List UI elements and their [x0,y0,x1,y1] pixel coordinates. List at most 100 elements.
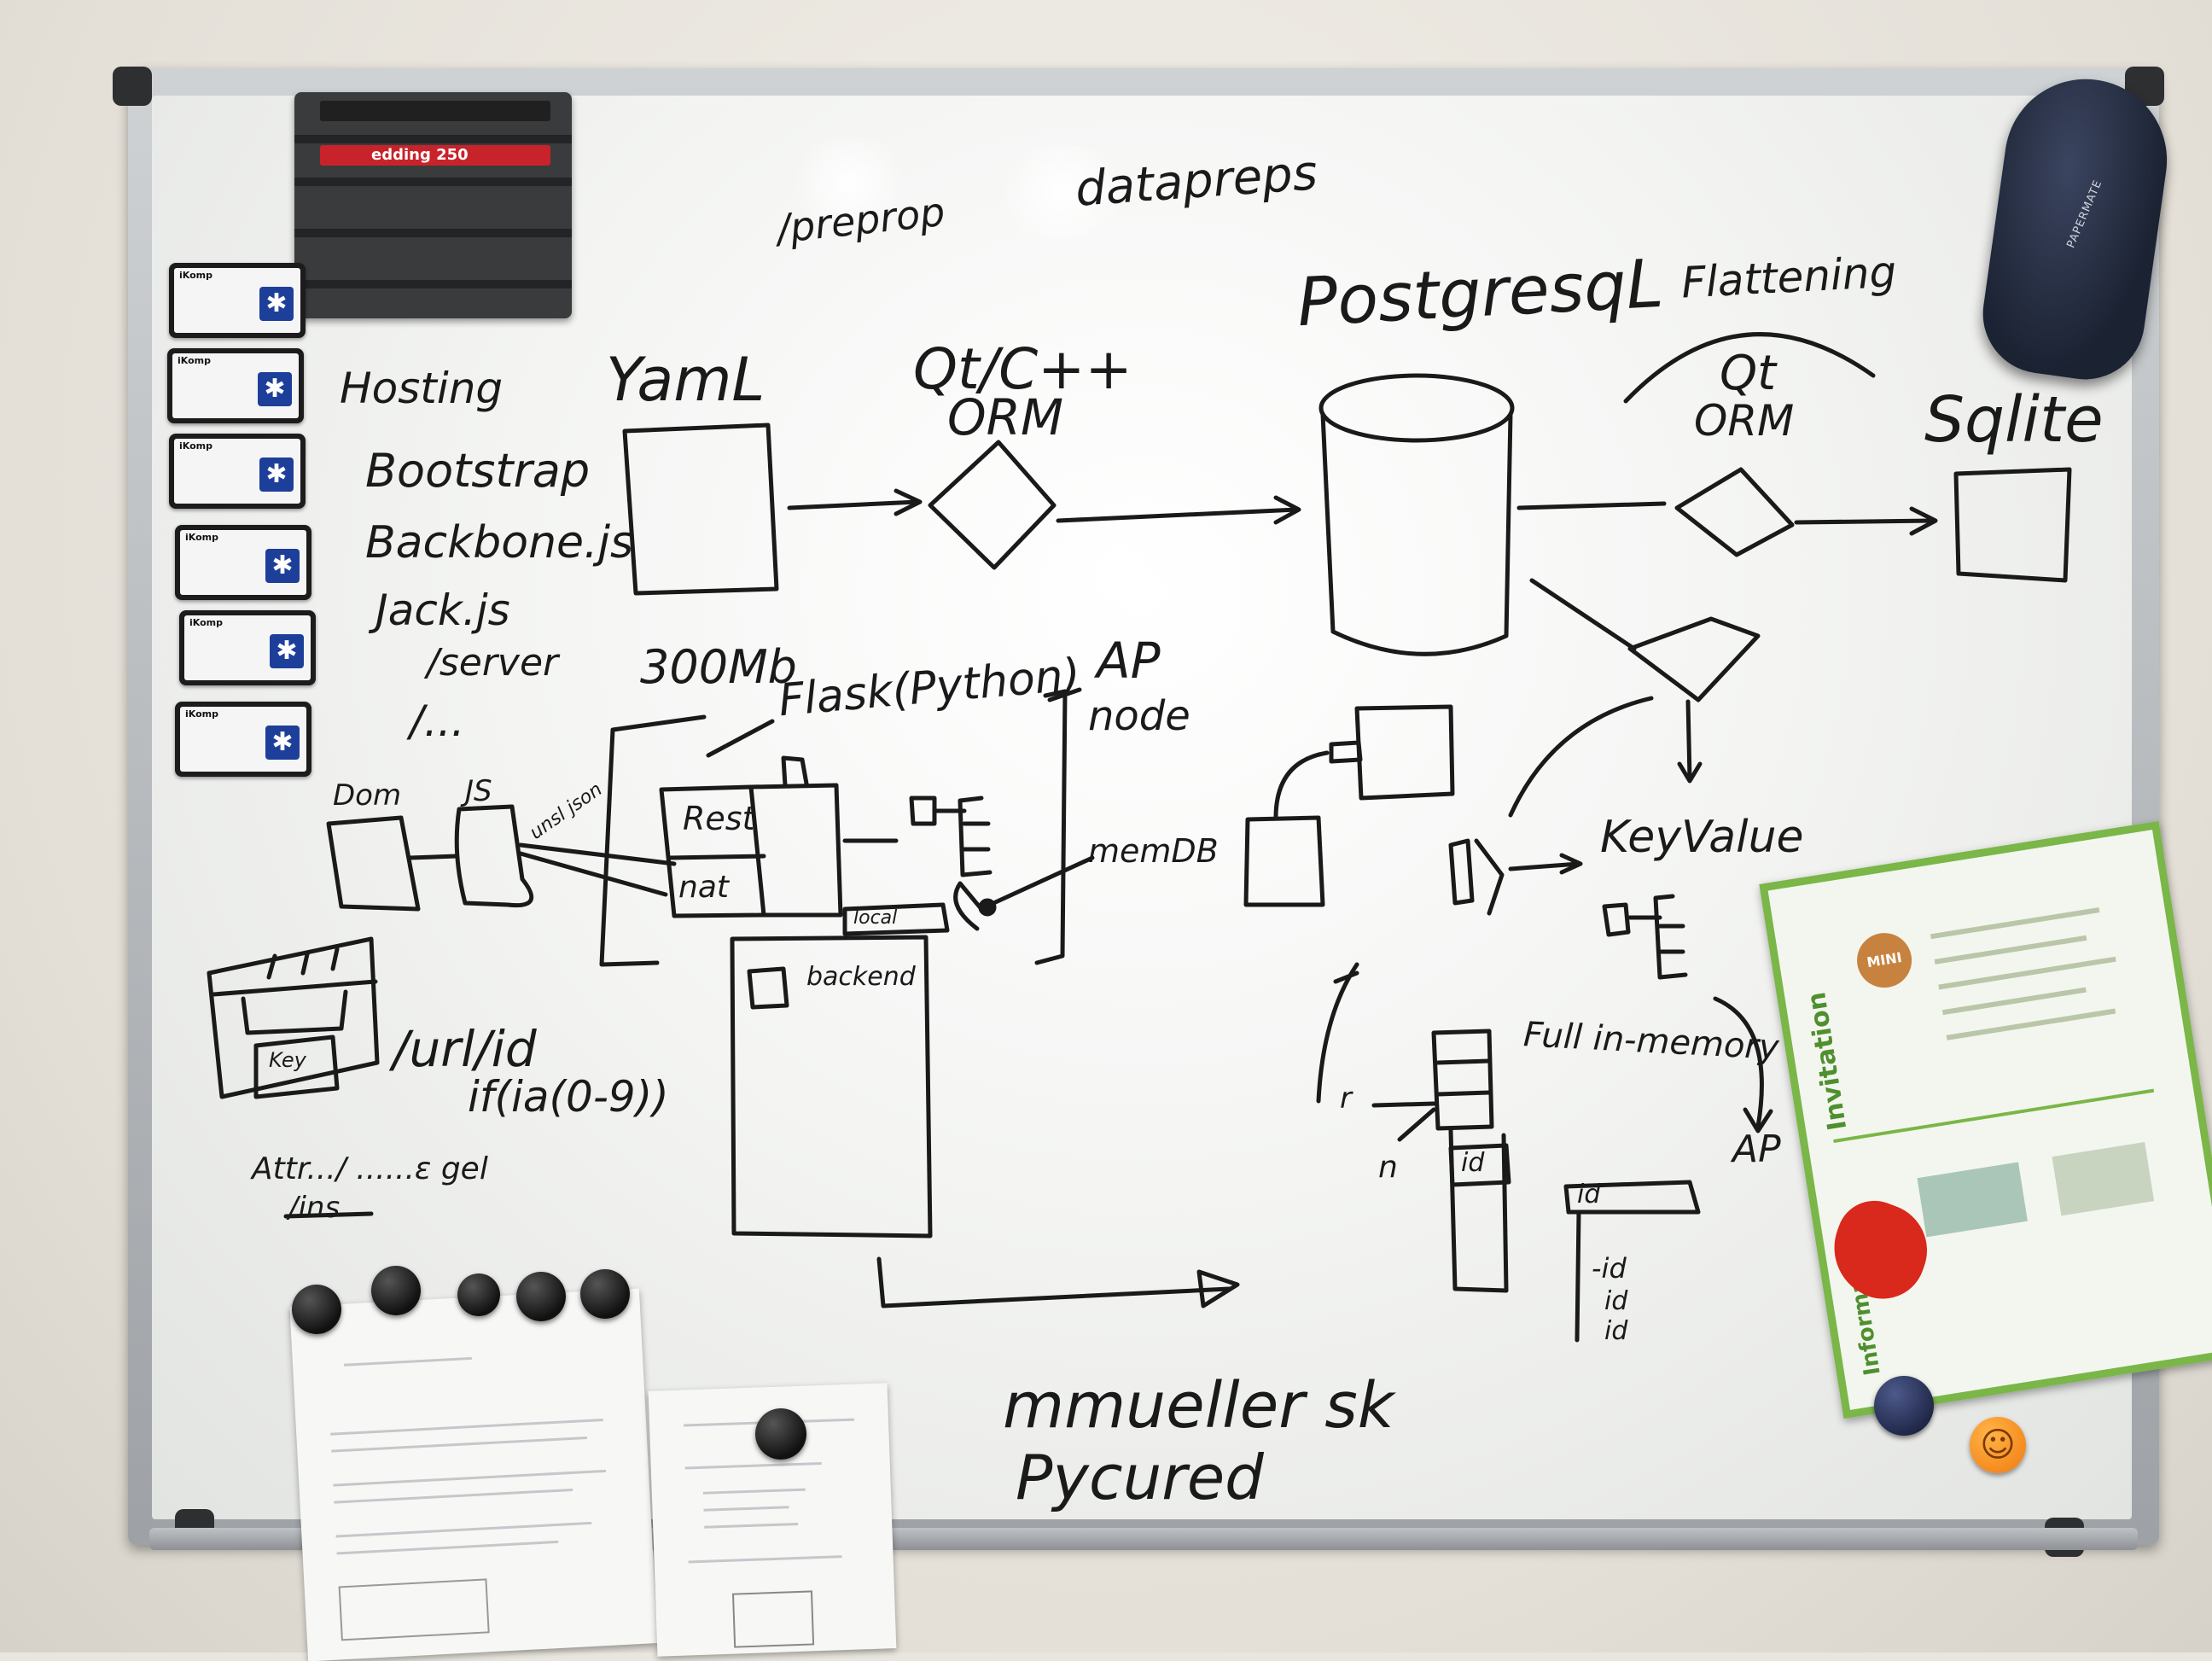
arrow-line [1056,507,1300,523]
arrow-line [1713,996,1764,1129]
id-cell [1448,1143,1511,1187]
small-box [747,966,789,1010]
orm-diamond [928,440,1057,570]
magnet [516,1272,566,1321]
arrow-head [894,488,923,516]
local-box [842,902,950,936]
label-url-id: /url/id [393,1020,537,1078]
business-card: iKomp✱ [169,263,306,338]
box [748,783,843,918]
label-keyvalue: KeyValue [1600,812,1804,863]
label-id-list: id [1604,1316,1628,1346]
line [407,854,459,860]
small-box [1448,838,1475,906]
list-item: Hosting [340,364,504,413]
label-orm: ORM [1694,396,1795,446]
line [706,719,775,758]
arrow-head [1196,1269,1240,1308]
backend-box [730,935,933,1238]
magnet [580,1269,630,1319]
label-postgresql: PostgresqL [1295,245,1666,342]
dot [978,898,997,917]
magnet [371,1266,421,1315]
arrow-line [787,499,920,510]
arrow-head [1909,506,1938,536]
label-node: node [1088,692,1190,740]
small-box [909,796,937,826]
paper-sheet [289,1288,658,1661]
magnet [292,1285,341,1334]
dom-box [326,815,421,912]
arrow-line [1685,699,1692,781]
label-nat: nat [678,870,729,905]
label-id: id [1461,1148,1485,1178]
magnet [457,1273,500,1316]
js-box [454,804,534,908]
arrow-head [1743,1107,1773,1134]
light-glare [1041,512,1203,640]
smiley-magnet: ☺ [1970,1417,2026,1473]
line [518,842,677,866]
label-dom: Dom [333,778,402,813]
line [1508,696,1654,818]
arrow-line [1794,518,1936,525]
bracket [599,714,707,967]
small-mark [781,755,809,788]
line [987,855,1095,907]
list-item: Jack.js [375,586,510,635]
label-rest: Rest [683,800,755,837]
marker-holder: edding 250 [294,92,572,318]
arrow-head [1559,853,1583,875]
line [1316,962,1359,1104]
label-key: Key [269,1048,306,1072]
line [1529,578,1637,651]
line [1273,750,1330,820]
comb [1653,894,1688,980]
business-card: iKomp✱ [175,702,311,777]
marker[interactable] [320,101,550,121]
label-ap: AP [1097,632,1161,690]
yaml-box [622,423,779,596]
flyer-badge: MINI [1853,929,1916,992]
label-yaml: YamL [606,345,765,415]
label-attrs: Attr.../ ......ε gel [252,1151,488,1186]
label-id-list: id [1604,1286,1628,1316]
database-cylinder-body [1320,411,1513,656]
signature-line-1: mmueller sk [1003,1369,1394,1442]
business-card: iKomp✱ [167,348,304,423]
flattening-arc [1623,332,1876,404]
marker-edding[interactable]: edding 250 [320,145,550,166]
label-id-list: -id [1592,1252,1627,1285]
line [1575,1209,1581,1343]
comb [958,796,992,877]
table-rows [1435,1058,1492,1097]
label-qt-cpp: Qt/C++ [913,336,1132,402]
underline [283,1211,374,1219]
frame-corner [113,67,152,106]
label-ap-bottom: AP [1732,1128,1781,1171]
line [1397,1107,1436,1142]
light-glare [990,145,1135,239]
small-box [1602,902,1631,937]
label-orm: ORM [947,388,1063,446]
business-card: iKomp✱ [179,610,316,685]
light-glare [785,137,913,230]
label-ins: /ins [288,1191,341,1225]
arrow-line [876,1256,1231,1308]
line [667,854,766,860]
signature-line-2: Pycured [1016,1442,1264,1513]
box [1243,815,1325,907]
line [953,881,984,931]
label-js: JS [465,774,492,808]
arrow-line [1508,861,1581,871]
label-sqlite: Sqlite [1924,383,2104,457]
small-box [1329,740,1363,764]
magnet [755,1408,806,1460]
label-n: n [1378,1150,1398,1185]
box [1354,704,1455,801]
magnet [1874,1376,1934,1436]
label-flattening: Flattening [1679,247,1898,308]
label-qt: Qt [1720,346,1777,401]
arrow-head [1677,761,1703,784]
